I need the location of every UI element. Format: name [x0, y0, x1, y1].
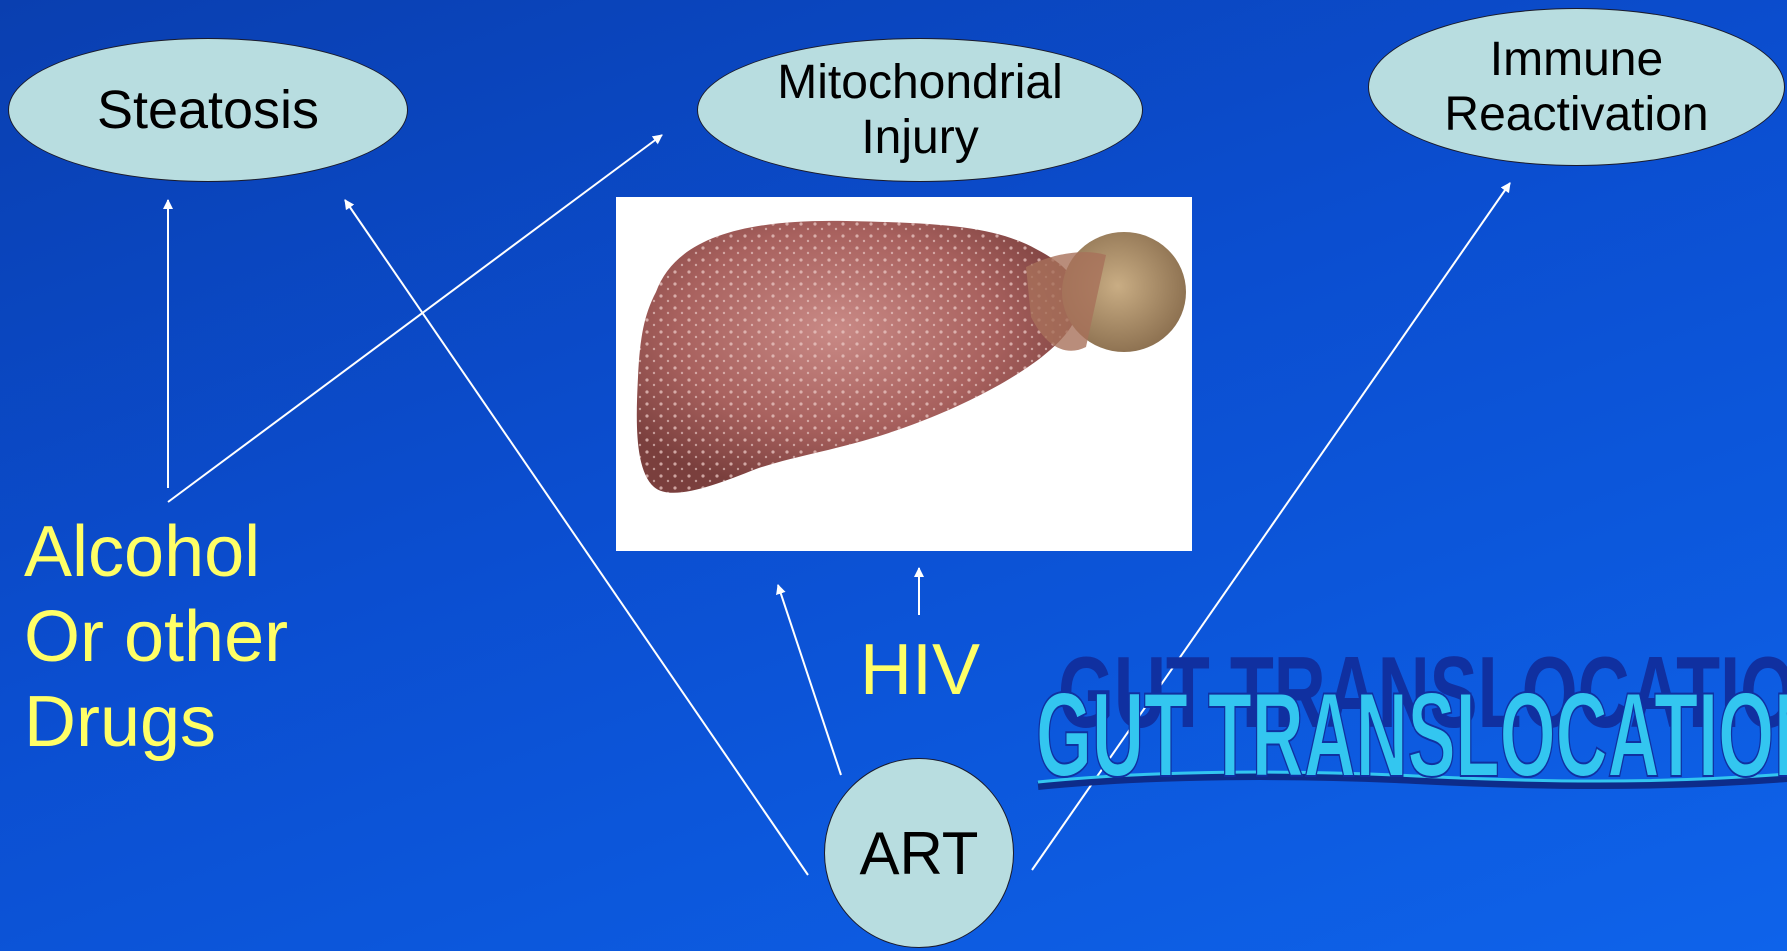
- wordart-graphic: GUT TRANSLOCATION GUT TRANSLOCATION: [1036, 638, 1787, 808]
- arrow-art-to-liver: [778, 585, 841, 775]
- art-label: ART: [860, 819, 979, 888]
- liver-illustration: [616, 197, 1192, 551]
- liver-image: [616, 197, 1192, 551]
- mitochondrial-injury-label: Mitochondrial Injury: [777, 55, 1062, 165]
- wordart-text: GUT TRANSLOCATION: [1036, 668, 1787, 802]
- immune-reactivation-label: Immune Reactivation: [1444, 32, 1708, 142]
- alcohol-or-other-drugs-label: Alcohol Or other Drugs: [24, 510, 288, 765]
- arrow-alcohol-to-mitochondrial: [168, 135, 662, 502]
- art-node: ART: [824, 758, 1014, 948]
- steatosis-label: Steatosis: [97, 79, 319, 141]
- mitochondrial-injury-node: Mitochondrial Injury: [697, 38, 1143, 182]
- hiv-label: HIV: [860, 628, 980, 713]
- gut-translocation-wordart: GUT TRANSLOCATION GUT TRANSLOCATION: [1036, 638, 1787, 808]
- immune-reactivation-node: Immune Reactivation: [1368, 8, 1785, 166]
- steatosis-node: Steatosis: [8, 38, 408, 182]
